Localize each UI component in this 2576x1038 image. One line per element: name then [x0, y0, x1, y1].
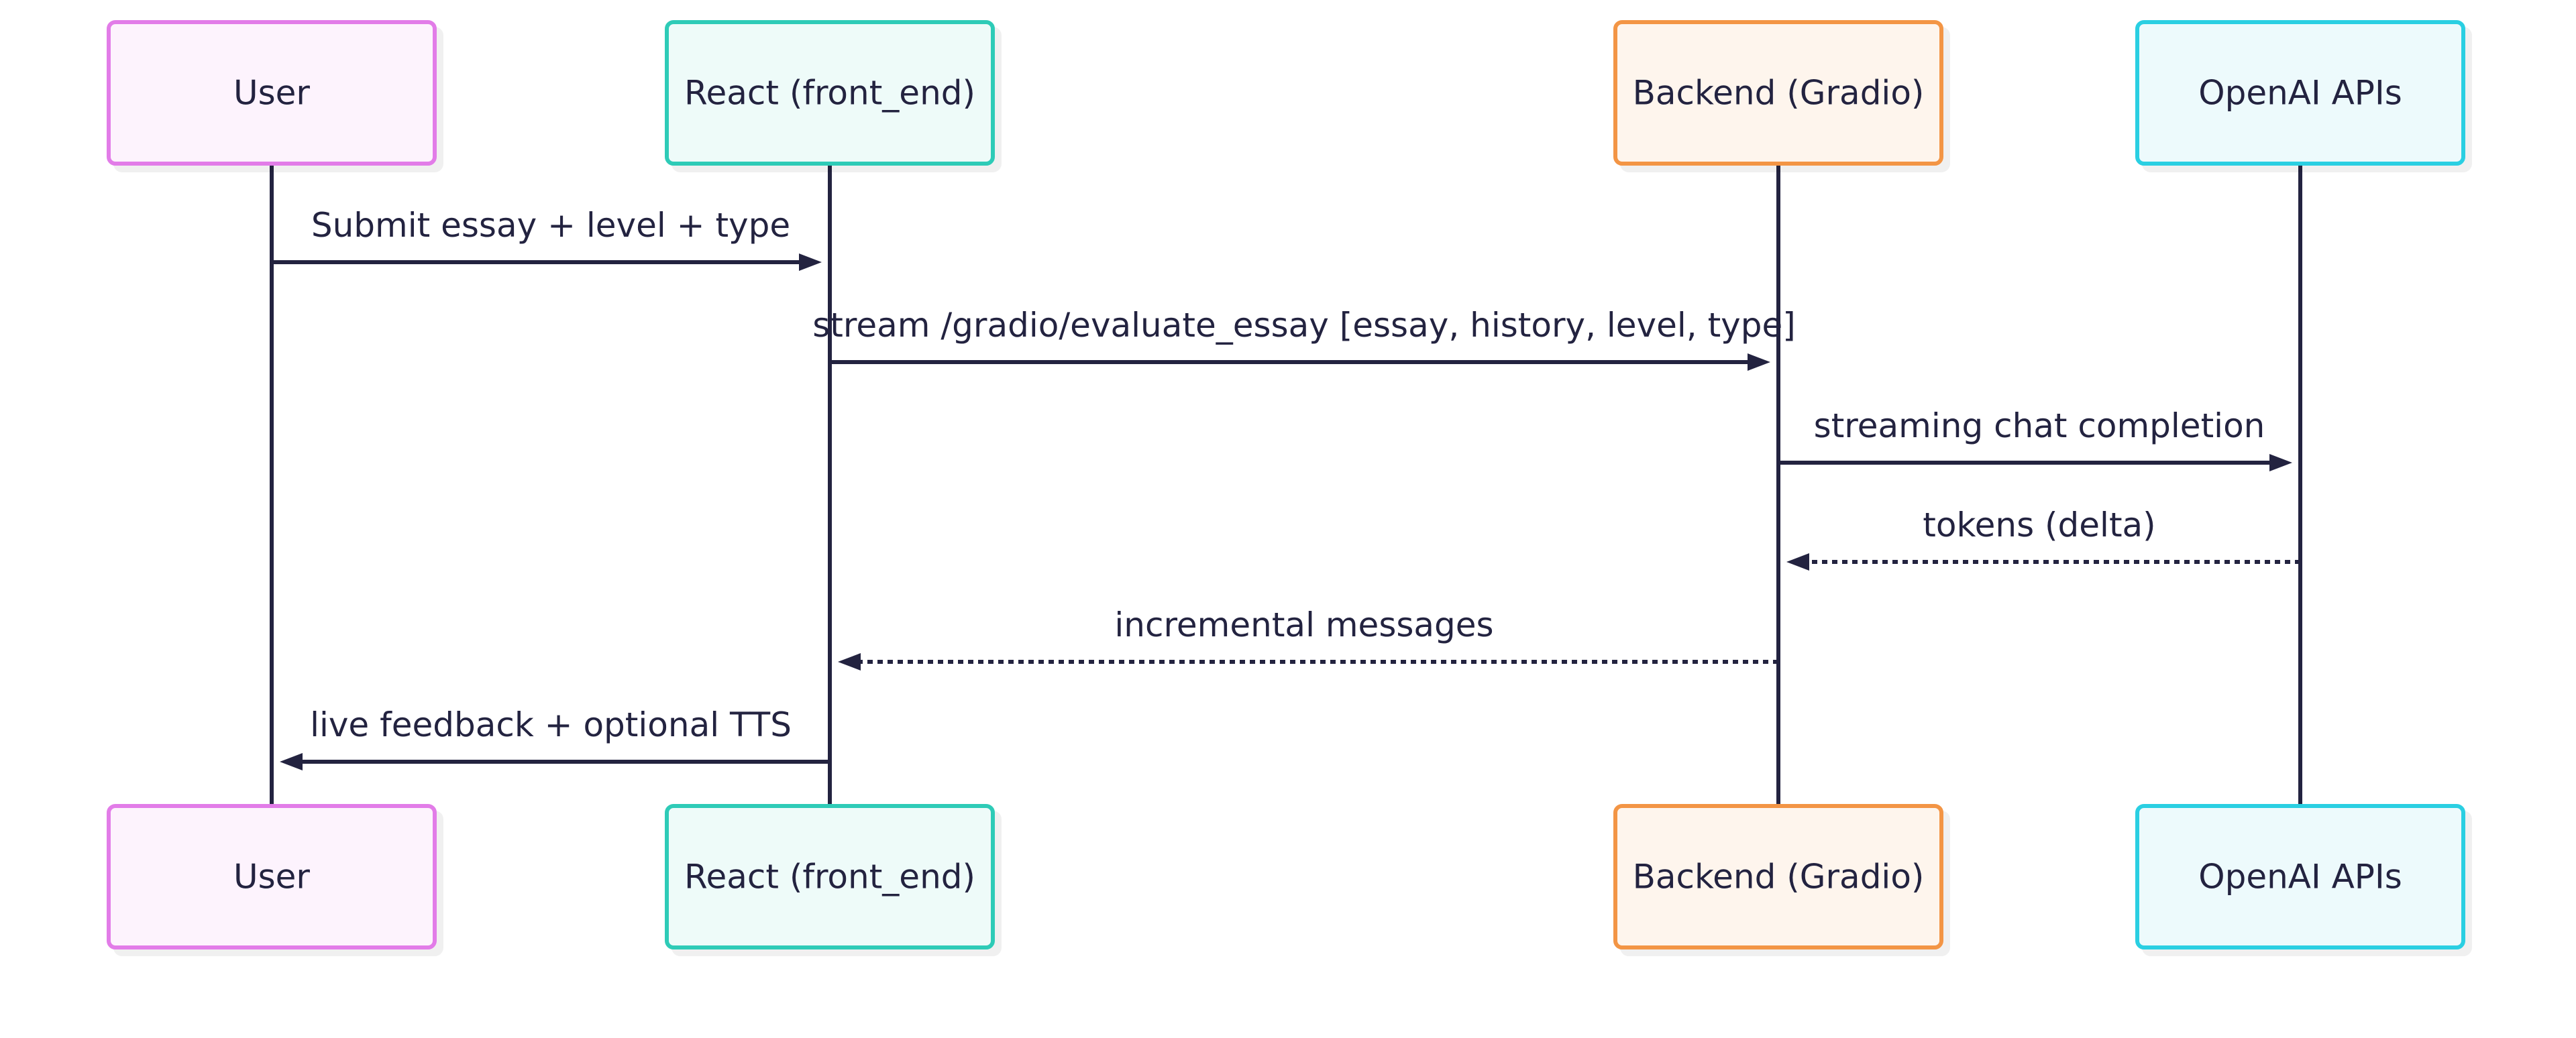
actor-openai-top: OpenAI APIs [2135, 20, 2465, 166]
actor-box [107, 20, 437, 166]
actor-box [665, 20, 995, 166]
message-label: stream /gradio/evaluate_essay [essay, hi… [812, 306, 1796, 345]
actor-box [1613, 804, 1943, 949]
actor-box [107, 804, 437, 949]
actor-label-backend: Backend (Gradio) [1633, 74, 1925, 113]
actor-label-user: User [233, 858, 310, 897]
actor-backend-bottom: Backend (Gradio) [1613, 804, 1943, 949]
actor-label-backend: Backend (Gradio) [1633, 858, 1925, 897]
message-2: stream /gradio/evaluate_essay [essay, hi… [812, 306, 1796, 371]
actor-react-bottom: React (front_end) [665, 804, 995, 949]
message-label: streaming chat completion [1814, 406, 2265, 445]
actor-user-top: User [107, 20, 437, 166]
actor-label-user: User [233, 74, 310, 113]
actor-label-openai: OpenAI APIs [2198, 74, 2402, 113]
actor-box [1613, 20, 1943, 166]
message-6: live feedback + optional TTS [280, 705, 830, 770]
lifelines-group [270, 164, 2302, 806]
actor-label-react: React (front_end) [684, 858, 975, 897]
message-arrowhead [838, 653, 861, 671]
actor-box [2135, 804, 2465, 949]
actor-react-top: React (front_end) [665, 20, 995, 166]
message-arrowhead [280, 753, 303, 770]
actor-label-react: React (front_end) [684, 74, 975, 113]
message-arrowhead [2269, 454, 2292, 471]
actor-backend-top: Backend (Gradio) [1613, 20, 1943, 166]
message-label: Submit essay + level + type [311, 206, 790, 245]
message-arrowhead [799, 253, 822, 271]
actor-user-bottom: User [107, 804, 437, 949]
message-5: incremental messages [838, 606, 1778, 671]
actor-box [665, 804, 995, 949]
message-arrowhead [1786, 553, 1809, 571]
actor-openai-bottom: OpenAI APIs [2135, 804, 2465, 949]
message-4: tokens (delta) [1786, 506, 2300, 571]
actor-box [2135, 20, 2465, 166]
message-arrowhead [1748, 353, 1770, 371]
message-1: Submit essay + level + type [272, 206, 822, 271]
message-label: tokens (delta) [1923, 506, 2155, 544]
message-label: live feedback + optional TTS [310, 705, 792, 744]
message-3: streaming chat completion [1778, 406, 2292, 471]
actor-label-openai: OpenAI APIs [2198, 858, 2402, 897]
message-label: incremental messages [1114, 606, 1493, 644]
messages-group: Submit essay + level + type stream /gradi… [272, 206, 2300, 770]
